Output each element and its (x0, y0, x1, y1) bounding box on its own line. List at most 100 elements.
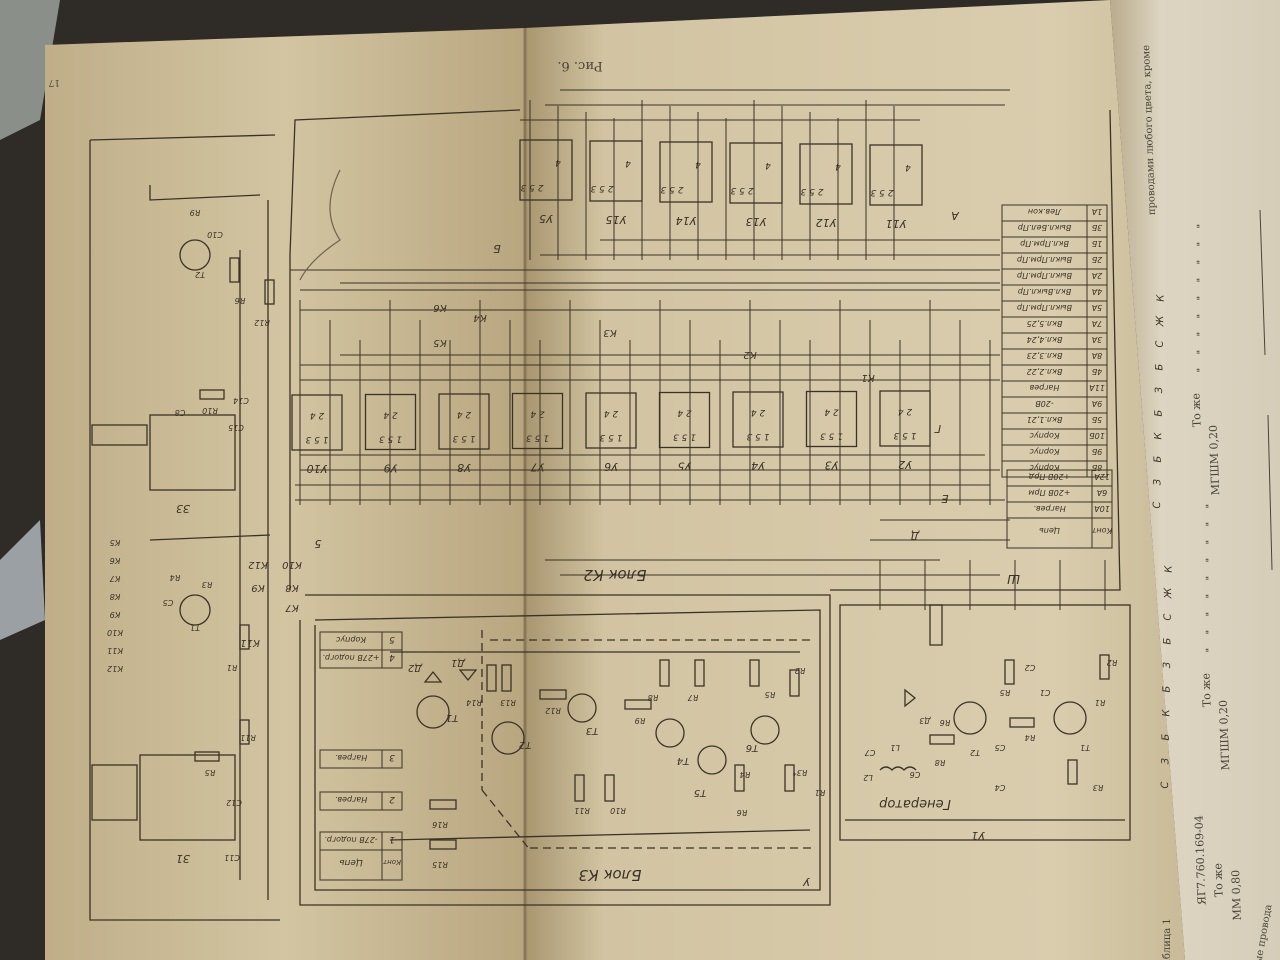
chip-У4 (732, 391, 784, 448)
right-page (525, 0, 1185, 960)
chip-pins: 2 5 3 (590, 183, 613, 193)
chip-У6 (585, 392, 637, 449)
left-rail-top (149, 185, 261, 201)
k3-resistor-label: R12 (545, 706, 561, 715)
chip-label: У14 (676, 214, 697, 227)
chip-pin: 4 (835, 161, 841, 171)
rp-g2-same: То же (1199, 673, 1213, 708)
gen-resistor-r6 (929, 734, 955, 745)
rp-g1-same: То же (1189, 393, 1203, 428)
k3-row-contact (381, 749, 403, 769)
resistor-r12 (539, 689, 567, 700)
chip-label: У10 (307, 462, 328, 475)
k3-contact: 1 (389, 834, 395, 844)
left-table-top (91, 424, 148, 446)
chip-label: У15 (606, 213, 627, 226)
ditto-mark: " (1196, 332, 1207, 337)
resistor-r12-left (264, 279, 275, 305)
conn-contact: 3А (1092, 335, 1103, 344)
chip-label: У11 (886, 217, 907, 230)
left-part-label: R9 (190, 208, 201, 217)
conn-row-contact (1086, 460, 1108, 478)
rp-rule-2 (1267, 414, 1273, 571)
chip-У8 (438, 393, 490, 450)
ditto-mark: " (1205, 522, 1216, 527)
left-part-label: Т1 (190, 623, 200, 632)
block-k3-inner (314, 609, 821, 891)
ditto-mark: " (1205, 630, 1216, 635)
k3-resistor-label: R1 (815, 788, 826, 797)
k3-u-label: У (802, 875, 810, 888)
relay-label-К4: К4 (473, 312, 486, 323)
generator-part-label: C6 (910, 770, 921, 779)
k3-transistor-label: Т1 (446, 712, 458, 723)
conn-contact: 9Б (1091, 447, 1102, 456)
left-part-label: C12 (226, 798, 242, 807)
conn-contact: 3Б (1091, 223, 1102, 232)
ditto-mark: " (1196, 368, 1207, 373)
chip-pins: 2 4 (824, 407, 839, 417)
chip-pins: 2 5 3 (660, 184, 683, 194)
ditto-mark: " (1205, 648, 1216, 653)
k3-header-contact: Конт (382, 858, 401, 866)
gen-resistor-r3 (1067, 759, 1078, 785)
k3-transistor-label: Т5 (694, 787, 706, 798)
chip-label: У13 (746, 215, 767, 228)
gen-transistor-t2 (953, 701, 987, 735)
module-z3 (149, 414, 236, 491)
signal-label: А (951, 209, 960, 222)
ditto-mark: " (1196, 350, 1207, 355)
generator-part-label: R2 (1107, 658, 1118, 667)
left-part-label: R6 (235, 296, 246, 305)
k3-minus-rail (389, 829, 811, 841)
left-part-label: C15 (228, 423, 244, 432)
k3-resistor-label: R11 (574, 806, 590, 815)
resistor-r5 (749, 659, 760, 687)
block-k2-frame-right (830, 109, 1121, 591)
labels: Рис. 6. 17 Блок К2 Блок К3 Генератор У1 … (48, 58, 1020, 888)
transistor-t2 (697, 745, 727, 775)
left-part-label: C10 (207, 230, 223, 239)
chip-У3 (805, 390, 858, 448)
chip-pins: 1 5 3 (893, 430, 916, 440)
resistor-r13 (501, 664, 512, 692)
chip-pins: 2 4 (751, 407, 766, 417)
rp-g3-code: ЯГ7.760.169-04 (1192, 815, 1208, 905)
ditto-mark: " (1205, 504, 1216, 509)
k3-resistor-label: R6 (737, 808, 748, 817)
conn-circuit: -20В (1035, 399, 1054, 408)
chip-label: У8 (457, 461, 471, 474)
resistor-r16 (429, 799, 457, 810)
transistor-t4 (567, 693, 597, 723)
conn-circuit: Вкл.5,25 (1027, 319, 1063, 328)
generator-part-label: R8 (935, 758, 946, 767)
transistor-t3 (655, 718, 685, 748)
conn-circuit: Корпус (1029, 431, 1060, 440)
stray-hair (299, 169, 341, 281)
rp-g1-wire: МГШМ 0,20 (1207, 425, 1222, 496)
wire-color-code: З (1152, 478, 1163, 485)
bus-lines (290, 89, 1106, 610)
signal-label: Г (934, 422, 941, 435)
chip-pins: 2 4 (457, 409, 472, 419)
wire-color-code: С (1160, 781, 1171, 788)
frame-top (89, 134, 276, 141)
ditto-mark: " (1205, 558, 1216, 563)
conn-header-contact: Конт (1091, 526, 1112, 535)
conn-contact: 10Б (1089, 431, 1105, 440)
conn-contact: 2А (1092, 271, 1103, 280)
module-z1 (139, 754, 236, 841)
chip-pins: 2 4 (383, 410, 398, 420)
k3-resistor-label: R14 (466, 698, 482, 707)
chip-pins: 1 5 3 (379, 434, 402, 444)
wire-color-code: С (1155, 340, 1166, 347)
k3-resistor-label: R4 (740, 770, 751, 779)
left-part-label: К12 (107, 664, 123, 673)
left-part-label: R11 (240, 733, 256, 742)
k3-contact: 4 (389, 652, 395, 662)
conn-circuit: Вкл.4,24 (1027, 335, 1063, 344)
block-k2-frame (289, 109, 521, 590)
signal-label: 5 (315, 537, 322, 550)
gen-inductor-l1 (879, 766, 917, 771)
